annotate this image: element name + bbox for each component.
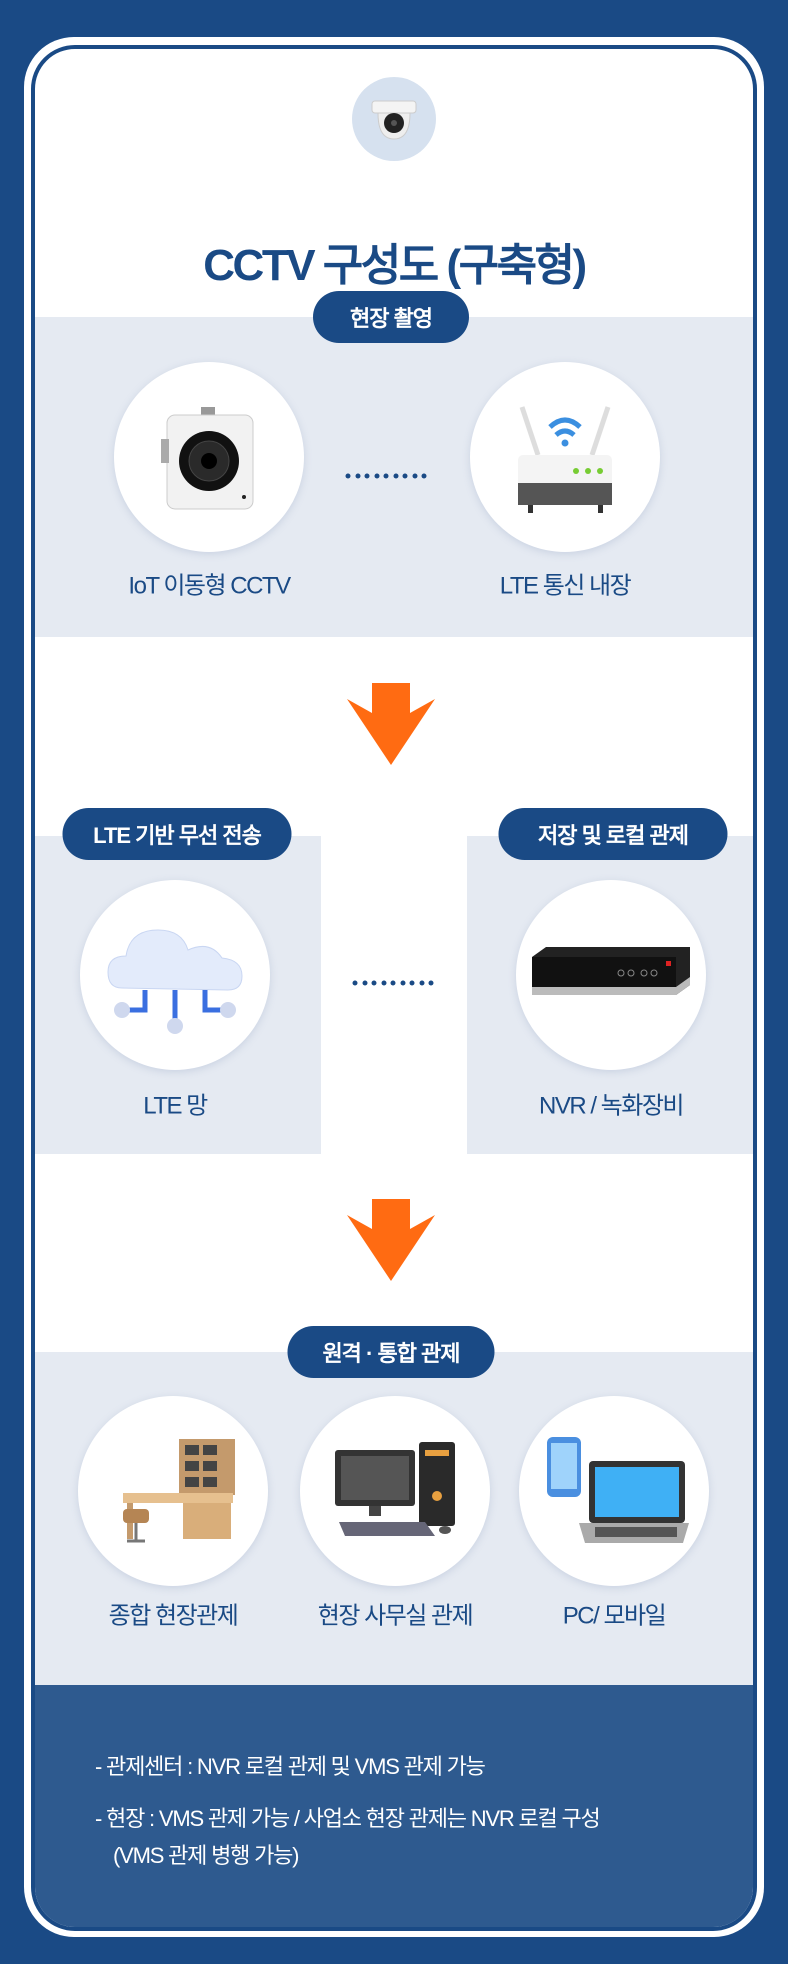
note-line: - 현장 : VMS 관제 가능 / 사업소 현장 관제는 NVR 로컬 구성 (95, 1806, 601, 1831)
item-label: 현장 사무실 관제 (317, 1602, 474, 1630)
desktop-pc-icon (300, 1396, 490, 1586)
note-line: - 관제센터 : NVR 로컬 관제 및 VMS 관제 가능 (95, 1754, 486, 1779)
notes-panel (35, 1685, 753, 1927)
item-label: LTE 망 (143, 1092, 208, 1120)
item-label: NVR / 녹화장비 (539, 1092, 685, 1120)
down-arrow-icon (347, 1199, 435, 1281)
section-pill-remote: 원격 · 통합 관제 (287, 1326, 495, 1378)
control-room-icon (78, 1396, 268, 1586)
note-line: (VMS 관제 병행 가능) (113, 1843, 300, 1868)
page-title: CCTV 구성도 (구축형) (203, 241, 587, 290)
item-label: 종합 현장관제 (108, 1602, 239, 1630)
diagram-panel: CCTV 구성도 (구축형) 현장 촬영 IoT 이동형 CCTV LTE 통신… (31, 45, 757, 1931)
lte-router-icon (470, 362, 660, 552)
down-arrow-icon (347, 683, 435, 765)
nvr-icon (516, 880, 706, 1070)
dome-camera-icon (352, 77, 436, 161)
item-label: PC/ 모바일 (562, 1602, 667, 1630)
item-label: LTE 통신 내장 (499, 572, 632, 600)
item-label: IoT 이동형 CCTV (128, 572, 291, 600)
connector-dots (352, 980, 434, 986)
section-pill-storage: 저장 및 로컬 관제 (498, 808, 728, 860)
section-pill-capture: 현장 촬영 (313, 291, 469, 343)
cloud-network-icon (80, 880, 270, 1070)
connector-dots (345, 473, 427, 479)
iot-camera-icon (114, 362, 304, 552)
laptop-mobile-icon (519, 1396, 709, 1586)
section-pill-transmission: LTE 기반 무선 전송 (62, 808, 292, 860)
